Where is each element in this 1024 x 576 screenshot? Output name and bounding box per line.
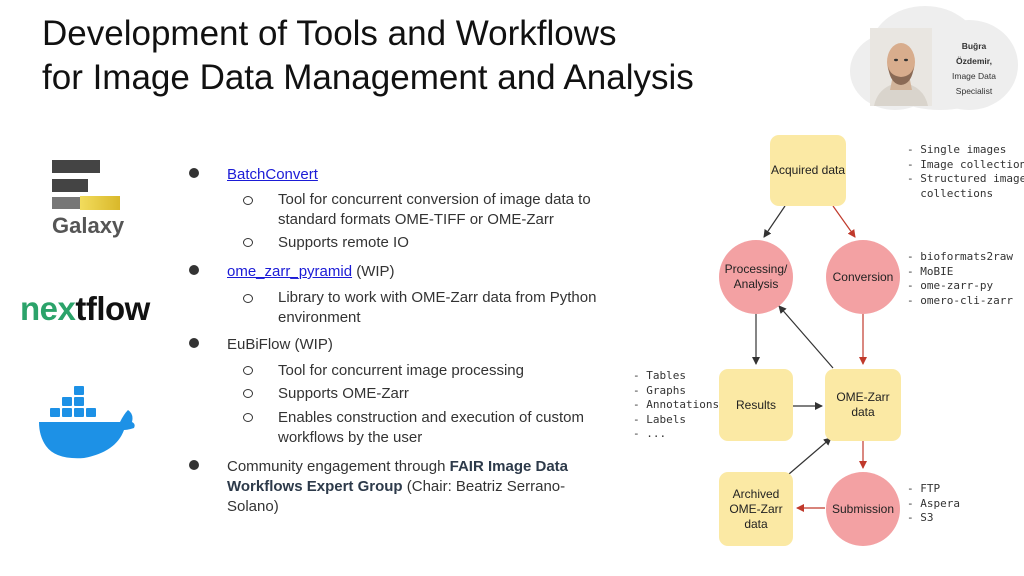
docker-whale-icon: [39, 386, 135, 459]
note-submission: - FTP- Aspera- S3: [907, 482, 960, 524]
bullet-dot: [189, 265, 199, 275]
bullet-dot: [189, 338, 199, 348]
bullet-community: Community engagement through FAIR Image …: [227, 458, 569, 515]
sub-bullet-text: Library to work with OME-Zarr data from …: [278, 289, 597, 326]
sub-bullet-text: Enables construction and execution of cu…: [278, 409, 585, 446]
arrow-acquired-processing: [763, 205, 786, 238]
bullet-dot: [189, 168, 199, 178]
galaxy-logo-text: Galaxy: [52, 213, 125, 238]
bullet-batchconvert: BatchConvert: [227, 165, 318, 185]
sub-bullet-ring: [243, 238, 253, 247]
note-results: - Tables- Graphs- Annotations- Labels- .…: [633, 369, 720, 440]
sub-bullet-ring: [243, 294, 253, 303]
bullet-dot: [189, 460, 199, 470]
slide-title: Development of Tools and Workflows for I…: [42, 12, 694, 100]
node-results: Results: [719, 369, 793, 441]
presenter-name: Buğra Özdemir, Image Data Specialist: [952, 41, 996, 96]
arrow-acquired-conversion: [832, 205, 856, 238]
docker-logo: [36, 380, 136, 469]
presenter-photo: [870, 28, 932, 106]
title-line-1: Development of Tools and Workflows: [42, 14, 617, 53]
arrow-omezarr-processing: [778, 305, 834, 369]
note-conversion: - bioformats2raw- MoBIE- ome-zarr-py- om…: [907, 250, 1013, 307]
node-ome-zarr-data: OME-Zarr data: [825, 369, 901, 441]
title-line-2: for Image Data Management and Analysis: [42, 58, 694, 97]
sub-bullet-text: Supports remote IO: [278, 234, 409, 251]
ome-zarr-pyramid-link[interactable]: ome_zarr_pyramid: [227, 263, 353, 280]
sub-bullet-ring: [243, 366, 253, 375]
node-acquired-data: Acquired data: [770, 135, 846, 206]
nextflow-logo: nextflow: [20, 290, 150, 327]
bullet-ome-zarr-pyramid: ome_zarr_pyramid (WIP): [227, 263, 395, 280]
sub-bullet-text: Tool for concurrent image processing: [278, 362, 524, 379]
sub-bullet-ring: [243, 413, 253, 422]
arrow-archived-omezarr: [788, 437, 832, 475]
node-conversion: Conversion: [826, 240, 900, 314]
sub-bullet-ring: [243, 389, 253, 398]
sub-bullet-text: Supports OME-Zarr: [278, 385, 409, 402]
node-archived-ome-zarr: Archived OME-Zarr data: [719, 472, 793, 546]
sub-bullet-ring: [243, 196, 253, 205]
node-processing-analysis: Processing/ Analysis: [719, 240, 793, 314]
bullet-eubiflow: EuBiFlow (WIP): [227, 336, 333, 353]
batchconvert-link[interactable]: BatchConvert: [227, 166, 318, 183]
note-acquired: - Single images- Image collections- Stru…: [907, 143, 1024, 200]
sub-bullet-text: Tool for concurrent conversion of image …: [278, 191, 591, 228]
presenter-card: Buğra Özdemir, Image Data Specialist: [850, 6, 1018, 110]
node-submission: Submission: [826, 472, 900, 546]
